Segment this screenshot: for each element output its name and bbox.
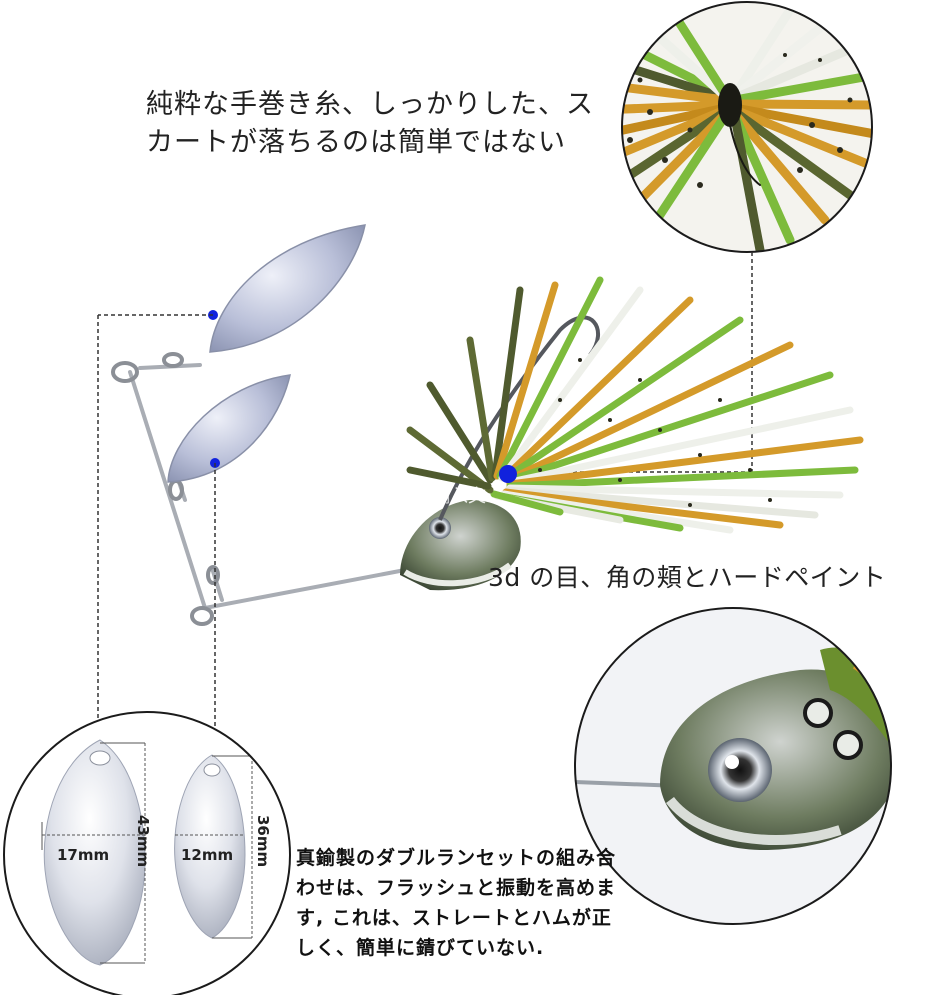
caption-blades-line1: 真鍮製のダブルランセットの組み合: [296, 847, 617, 869]
skirt-marker-dot: [499, 465, 517, 483]
caption-blades-line4: しく、簡単に錆びていない.: [296, 937, 545, 959]
small-willow-blade: [167, 374, 291, 483]
lure-hook: [438, 315, 601, 521]
head-closeup-circle: [574, 607, 892, 925]
blade-closeup-circle: [3, 711, 291, 995]
lure-skirt: [406, 276, 864, 534]
small-blade-length-label: 36mm: [254, 815, 272, 868]
watermark-text: 輸入文: [432, 486, 486, 507]
caption-thread-line1: 純粋な手巻き糸、しっかりした、ス: [146, 89, 594, 120]
skirt-closeup-circle: [621, 1, 873, 253]
caption-blades-line3: す, これは、ストレートとハムが正: [296, 907, 612, 929]
small-blade-width-label: 12mm: [181, 846, 234, 864]
skirt-speckles: [538, 358, 772, 507]
caption-head-features: 3d の目、角の頬とハードペイント: [488, 563, 887, 592]
lure-wire-arm: [128, 363, 407, 610]
callout-lines-blades: [97, 314, 216, 755]
lure-head: [400, 500, 521, 591]
caption-blades-line2: わせは、フラッシュと振動を高めま: [296, 877, 617, 899]
large-blade-width-label: 17mm: [57, 846, 110, 864]
caption-thread-line2: カートが落ちるのは簡単ではない: [146, 127, 566, 158]
large-blade-length-label: 43mm: [134, 815, 152, 868]
large-willow-blade: [208, 224, 366, 353]
